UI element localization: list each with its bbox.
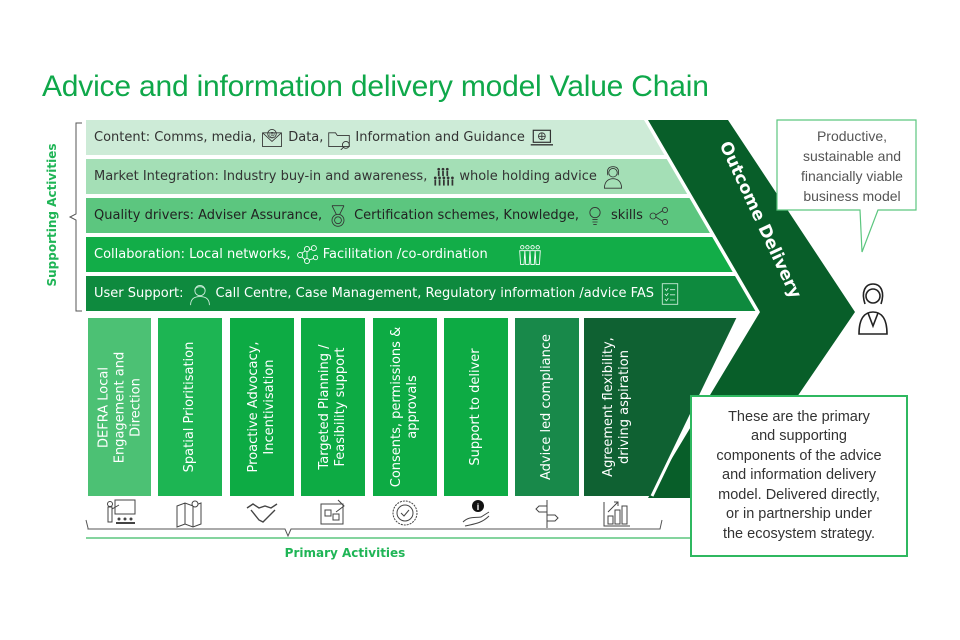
supporting-row-text: Collaboration: Local networks,: [94, 247, 291, 262]
callout-line: business model: [803, 188, 901, 204]
callout-text: Productive, sustainable and financially …: [780, 126, 924, 206]
supporting-row-text: Quality drivers: Adviser Assurance,: [94, 208, 323, 223]
primary-dark-trapezoid: [584, 318, 738, 496]
growth-chart-icon: [600, 498, 636, 528]
supporting-row-text: skills: [611, 208, 643, 223]
primary-column-line: Feasibility support: [333, 347, 348, 467]
primary-activities-label: Primary Activities: [284, 546, 406, 560]
primary-column-line: Advice led compliance: [539, 333, 554, 481]
primary-column-label: Agreement flexibility,driving aspiration: [586, 323, 648, 491]
note-line: components of the advice: [716, 447, 882, 464]
primary-column-line: Support to deliver: [468, 348, 483, 466]
callout-bubble: [776, 119, 917, 253]
note-line: These are the primary: [728, 408, 870, 425]
supporting-row-text: Data,: [288, 130, 324, 145]
advisor-person-icon: [601, 165, 625, 189]
note-line: or in partnership under: [726, 506, 872, 523]
headset-user-icon: [188, 282, 212, 306]
supporting-row: Content: Comms, media, @ Data, Information …: [94, 120, 553, 155]
supporting-row-text: Call Centre, Case Management, Regulatory…: [215, 286, 655, 301]
primary-column-label: Spatial Prioritisation: [158, 323, 222, 491]
primary-column-line: Agreement flexibility,: [601, 337, 616, 477]
network-icon: [295, 243, 319, 267]
group-people-icon: [431, 165, 455, 189]
svg-text:i: i: [477, 502, 480, 512]
supporting-row-bg: [86, 198, 710, 233]
primary-column-label: Targeted Planning /Feasibility support: [301, 323, 365, 491]
supporting-row: User Support: Call Centre, Case Managemen…: [94, 276, 682, 311]
callout-line: Productive,: [816, 128, 888, 144]
supporting-row-text: Facilitation /co-ordination: [322, 247, 488, 262]
primary-column-line: Targeted Planning /: [317, 344, 332, 470]
checklist-icon: [658, 282, 682, 306]
supporting-activities-label: Supporting Activities: [45, 143, 59, 287]
primary-column-label: Proactive Advocacy,Incentivisation: [230, 323, 294, 491]
svg-text:@: @: [269, 131, 275, 138]
primary-column-line: Direction: [127, 377, 143, 437]
presentation-icon: [103, 498, 139, 528]
primary-column-line: approvals: [405, 375, 420, 439]
note-line: and information delivery: [722, 467, 876, 484]
page-title: Advice and information delivery model Va…: [42, 70, 709, 103]
primary-column-bg: [158, 318, 222, 496]
primary-column-bg: [301, 318, 365, 496]
map-pin-icon: [173, 498, 209, 528]
primary-column-line: Spatial Prioritisation: [182, 341, 197, 473]
supporting-row-text: Information and Guidance: [355, 130, 525, 145]
explanation-note-text: These are the primary and supporting com…: [699, 408, 899, 545]
certified-badge-icon: [388, 498, 424, 528]
primary-column-line: driving aspiration: [617, 350, 632, 464]
medal-icon: [326, 204, 350, 228]
blueprint-icon: [316, 498, 352, 528]
customer-person-icon: [858, 283, 888, 335]
supporting-row: Market Integration: Industry buy-in and …: [94, 159, 625, 194]
signpost-icon: [530, 498, 566, 528]
primary-column-line: Proactive Advocacy,: [246, 341, 261, 473]
callout-line: sustainable and: [802, 148, 902, 164]
callout-line: financially viable: [801, 168, 903, 184]
note-line: and supporting: [751, 428, 847, 445]
primary-column-bg: [230, 318, 294, 496]
supporting-row-text: User Support:: [94, 286, 184, 301]
supporting-row-bg: [86, 120, 665, 155]
supporting-row-bg: [86, 276, 756, 311]
supporting-row-bg: [86, 237, 733, 272]
supporting-row: Collaboration: Local networks, Facilitati…: [94, 237, 542, 272]
supporting-row-text: Certification schemes, Knowledge,: [354, 208, 580, 223]
primary-column-bg: [515, 318, 579, 496]
primary-column-label: Support to deliver: [444, 323, 508, 491]
lightbulb-icon: [583, 204, 607, 228]
email-icon: @: [260, 126, 284, 150]
handshake-icon: [245, 498, 281, 528]
laptop-globe-icon: [529, 126, 553, 150]
info-hand-icon: i: [459, 498, 495, 528]
primary-column-line: Incentivisation: [262, 359, 277, 455]
primary-bracket: [85, 519, 663, 538]
supporting-row-text: Content: Comms, media,: [94, 130, 257, 145]
share-network-icon: [647, 204, 671, 228]
supporting-row-text: whole holding advice: [459, 169, 597, 184]
supporting-row-bg: [86, 159, 688, 194]
team-icon: [518, 243, 542, 267]
note-line: model. Delivered directly,: [718, 486, 880, 503]
primary-column-line: Engagement and: [111, 351, 127, 463]
explanation-note-box: These are the primary and supporting com…: [690, 395, 908, 557]
primary-column-bg: [88, 318, 151, 496]
primary-column-label: Consents, permissions &approvals: [373, 323, 437, 491]
primary-column-label: Advice led compliance: [515, 323, 579, 491]
supporting-bracket: [68, 122, 82, 312]
primary-column-line: Consents, permissions &: [389, 326, 404, 488]
primary-column-bg: [373, 318, 437, 496]
primary-column-bg: [444, 318, 508, 496]
note-line: the ecosystem strategy.: [722, 525, 876, 542]
supporting-row: Quality drivers: Adviser Assurance, Certi…: [94, 198, 671, 233]
folder-search-icon: [327, 126, 351, 150]
primary-column-line: DEFRA Local: [95, 366, 111, 448]
supporting-row-text: Market Integration: Industry buy-in and …: [94, 169, 428, 184]
